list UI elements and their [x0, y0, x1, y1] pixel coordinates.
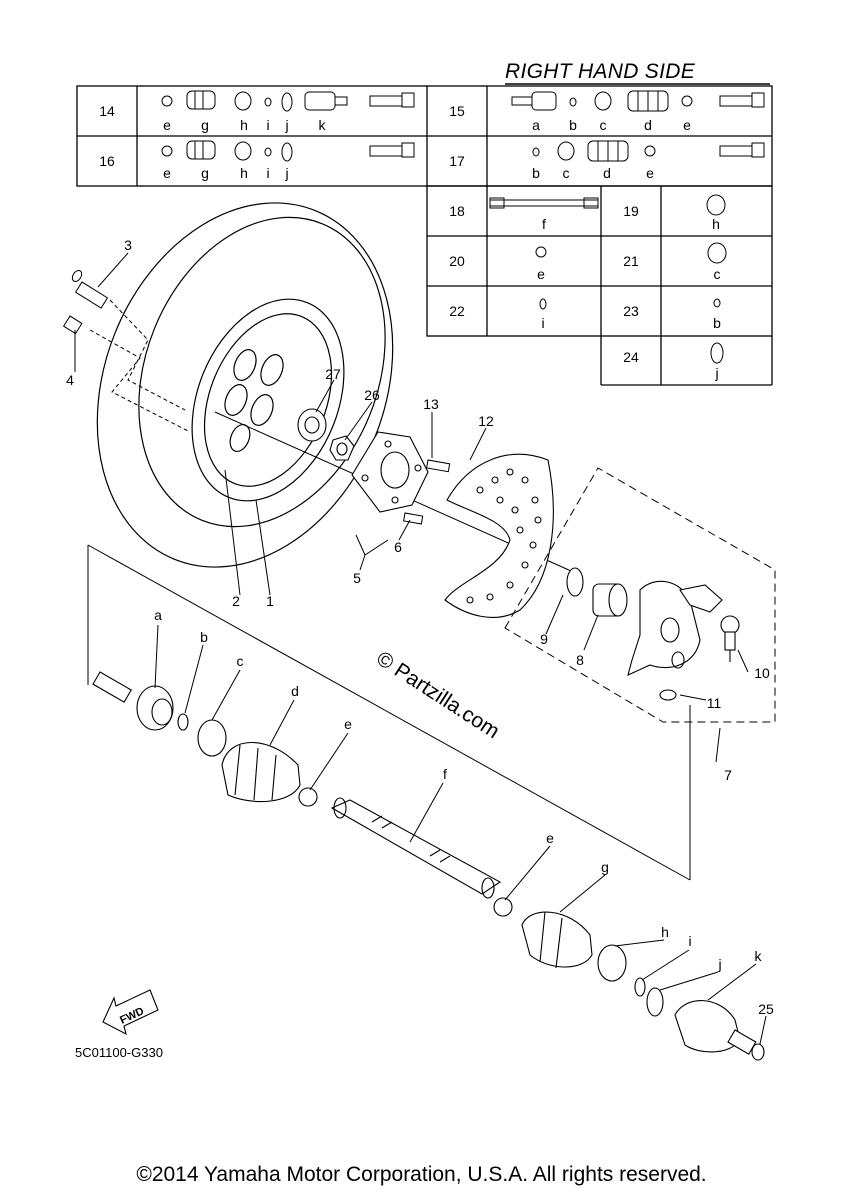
kit-letter: b [532, 165, 540, 181]
kit-letter: e [646, 165, 654, 181]
page-title: RIGHT HAND SIDE [505, 60, 696, 83]
kit-letter: i [266, 117, 269, 133]
copyright-footer: ©2014 Yamaha Motor Corporation, U.S.A. A… [136, 1163, 707, 1186]
callout-13: 13 [423, 396, 439, 412]
callout-a: a [154, 607, 162, 623]
callout-27: 27 [325, 366, 341, 382]
knuckle [627, 580, 740, 701]
callout-9: 9 [540, 631, 548, 647]
kit-letter: h [240, 117, 248, 133]
kit-letter: g [201, 165, 209, 181]
row-number: 21 [623, 253, 639, 269]
callout-12: 12 [478, 413, 494, 429]
callout-11: 11 [707, 695, 722, 711]
callout-d: d [291, 683, 299, 699]
callout-h: h [661, 924, 669, 940]
inner-cv-joint [493, 897, 765, 1061]
hub [351, 431, 429, 513]
kit-letter: e [683, 117, 691, 133]
row-number: 23 [623, 303, 639, 319]
wheel-assembly [96, 202, 394, 568]
kit-letter: b [569, 117, 577, 133]
kit-letter: f [542, 216, 546, 232]
callout-25: 25 [758, 1001, 774, 1017]
callout-g: g [601, 859, 609, 875]
callout-8: 8 [576, 652, 584, 668]
kit-letter: h [712, 216, 720, 232]
kit-letter: e [537, 266, 545, 282]
kit-letter: j [284, 165, 288, 181]
kit-letter: h [240, 165, 248, 181]
part-code: 5C01100-G330 [75, 1045, 163, 1060]
kit-letter: i [266, 165, 269, 181]
kit-letter: j [714, 365, 718, 381]
row-number: 19 [623, 203, 639, 219]
callout-2: 2 [232, 593, 240, 609]
callout-c: c [237, 653, 244, 669]
kit-letter: j [284, 117, 288, 133]
kit-letter: a [532, 117, 540, 133]
callout-e2: e [546, 830, 554, 846]
kit-letter: b [713, 315, 721, 331]
callout-b: b [200, 629, 208, 645]
kit-letter: d [644, 117, 652, 133]
callout-7: 7 [724, 767, 732, 783]
kit-letter: k [319, 117, 327, 133]
kit-letter: c [600, 117, 607, 133]
row-number: 20 [449, 253, 465, 269]
kit-letter: i [541, 315, 544, 331]
drive-shaft [330, 797, 502, 899]
kit-letter: g [201, 117, 209, 133]
outer-cv-joint [92, 671, 318, 807]
callout-6: 6 [394, 539, 402, 555]
callout-i: i [688, 933, 691, 949]
callout-26: 26 [364, 387, 380, 403]
callout-f: f [443, 766, 447, 782]
row-number: 24 [623, 349, 639, 365]
callout-5: 5 [353, 570, 361, 586]
watermark: © Partzilla.com [372, 647, 503, 743]
kit-letter: d [603, 165, 611, 181]
fwd-arrow-icon [102, 989, 159, 1036]
callout-k: k [755, 948, 763, 964]
row-number: 22 [449, 303, 465, 319]
disc-guard [444, 453, 554, 618]
kit-table [76, 85, 773, 386]
callout-j: j [717, 956, 721, 972]
row-number: 16 [99, 153, 115, 169]
callout-e: e [344, 716, 352, 732]
kit-letter: c [714, 266, 721, 282]
kit-letter: e [163, 165, 171, 181]
kit-part-icons [161, 90, 765, 364]
callout-1: 1 [266, 593, 274, 609]
callout-10: 10 [754, 665, 770, 681]
valve-stem [62, 269, 109, 335]
row-number: 17 [449, 153, 465, 169]
kit-letter: e [163, 117, 171, 133]
row-number: 18 [449, 203, 465, 219]
row-number: 15 [449, 103, 465, 119]
row-number: 14 [99, 103, 115, 119]
kit-letter: c [563, 165, 570, 181]
callout-4: 4 [66, 372, 74, 388]
callout-3: 3 [124, 237, 132, 253]
